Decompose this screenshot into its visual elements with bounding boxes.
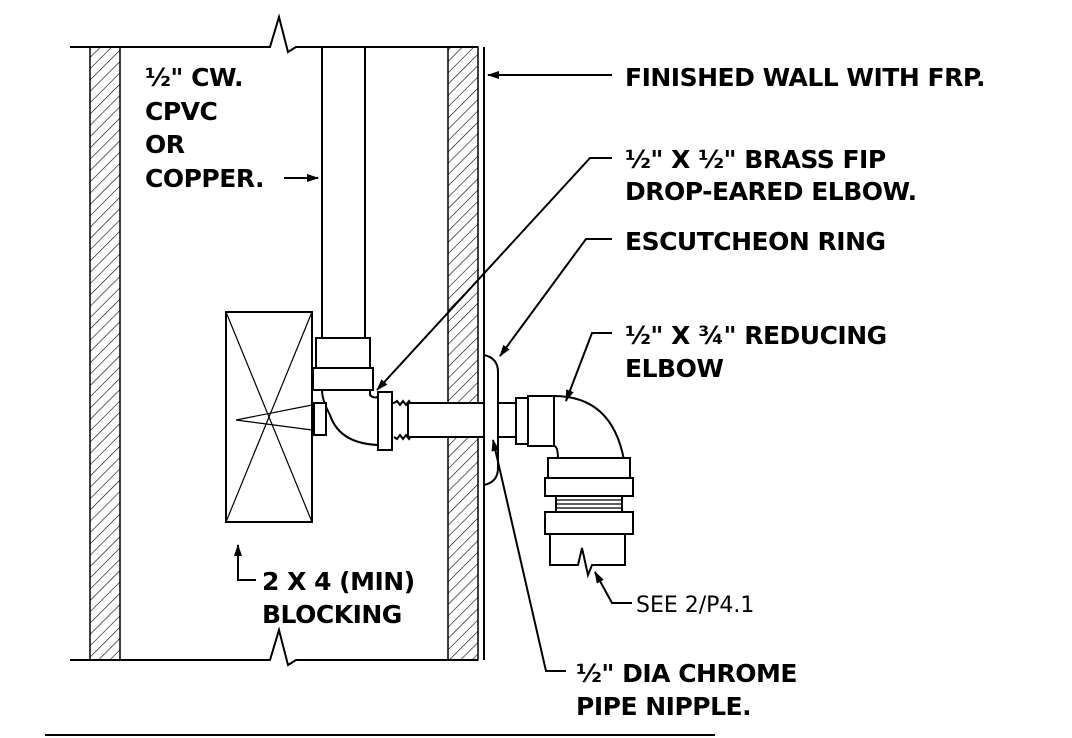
finished-wall-label: FINISHED WALL WITH FRP. (625, 63, 985, 92)
leader-blocking (234, 544, 256, 581)
leader-escutcheon (499, 238, 612, 357)
blocking-2x4 (225, 311, 313, 523)
leader-see-ref (594, 571, 632, 604)
blocking-label-line1: 2 X 4 (MIN) (262, 567, 415, 596)
wall-top-break-line (70, 13, 478, 54)
cold-water-label-line4: COPPER. (145, 164, 264, 193)
cold-water-label-line1: ½" CW. (145, 63, 243, 92)
cold-water-label-line2: CPVC (145, 97, 217, 126)
leader-reducing-elbow (565, 332, 612, 402)
escutcheon-label: ESCUTCHEON RING (625, 227, 886, 256)
brass-elbow-label-line1: ½" X ½" BRASS FIP (625, 145, 886, 174)
reducing-elbow-label-line2: ELBOW (625, 354, 723, 383)
escutcheon-ring (483, 353, 499, 487)
brass-drop-eared-elbow (312, 337, 393, 451)
leader-brass-elbow (376, 157, 612, 391)
left-wall-stud (89, 46, 121, 661)
pipe-nipple-label-line1: ½" DIA CHROME (576, 659, 797, 688)
cold-water-label-line3: OR (145, 130, 185, 159)
reducing-elbow (515, 394, 634, 579)
leader-pipe-nipple (491, 439, 566, 672)
chrome-pipe-nipple (392, 399, 521, 441)
right-wall-stud (447, 46, 479, 661)
blocking-label-line2: BLOCKING (262, 600, 402, 629)
pipe-nipple-label-line2: PIPE NIPPLE. (576, 692, 751, 721)
see-reference-label: SEE 2/P4.1 (636, 593, 754, 618)
wall-bottom-break-line (70, 626, 478, 667)
brass-elbow-label-line2: DROP-EARED ELBOW. (625, 177, 917, 206)
reducing-elbow-label-line1: ½" X ¾" REDUCING (625, 321, 887, 350)
cold-water-supply-pipe (321, 47, 366, 338)
